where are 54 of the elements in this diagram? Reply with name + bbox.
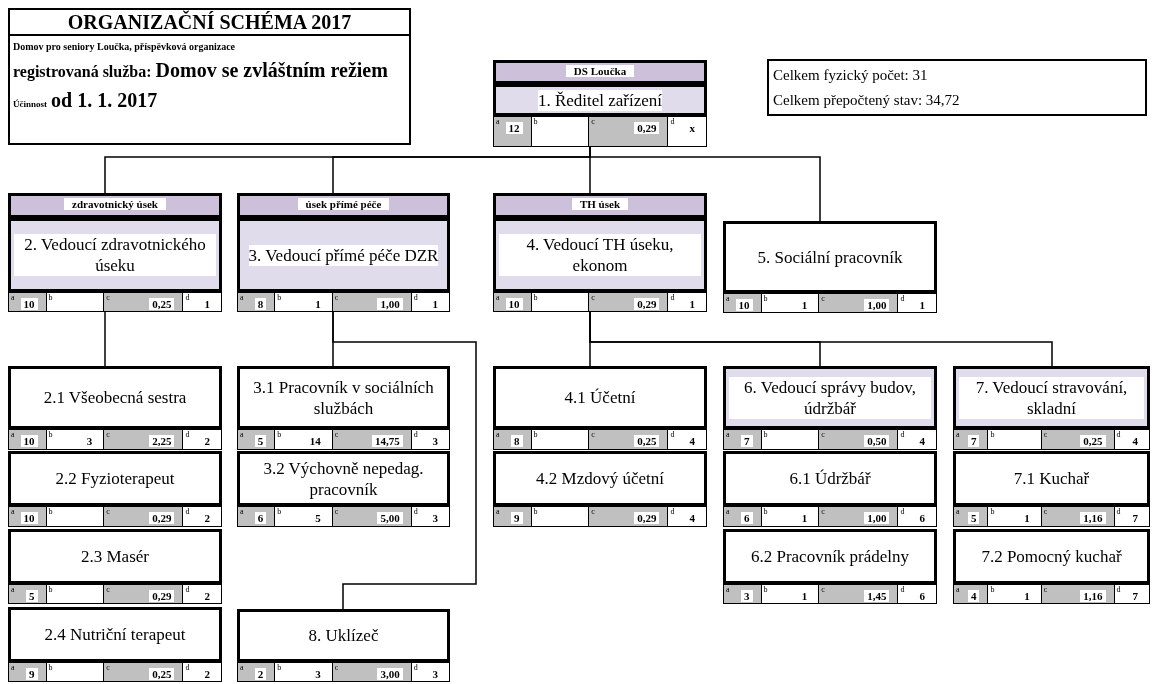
position-title: 6.1 Údržbář xyxy=(789,468,871,489)
position-title: 7.1 Kuchař xyxy=(1013,468,1090,489)
chart-heading: ORGANIZAČNÍ SCHÉMA 2017 xyxy=(10,10,409,36)
staff-count-cell: b xyxy=(46,662,105,682)
position-title: 4.1 Účetní xyxy=(564,387,636,408)
totals-text: Celkem přepočtený stav: 34,72 xyxy=(773,91,961,110)
totals-box xyxy=(767,59,1147,116)
staff-count-cell: b xyxy=(46,506,105,527)
staff-count-cell: b xyxy=(531,429,590,450)
position-title: 8. Uklízeč xyxy=(308,625,379,646)
staff-count-cell: b xyxy=(46,584,105,604)
position-title: 6.2 Pracovník prádelny xyxy=(750,546,910,567)
organization-name: Domov pro seniory Loučka, příspěvková organizace xyxy=(13,41,236,52)
position-title: 4.2 Mzdový účetní xyxy=(536,468,664,489)
staff-count-cell: $^{a}$ 10 xyxy=(8,506,47,527)
position-title: 2. Vedoucí zdravotnického úseku xyxy=(14,234,216,276)
section-name: úsek přímé péče xyxy=(297,198,390,210)
staff-count-cell: b xyxy=(988,429,1042,450)
staff-count-cell: b xyxy=(46,292,105,312)
position-title: 3. Vedoucí přímé péče DZR xyxy=(248,244,439,266)
position-title: 2.3 Masér xyxy=(81,546,149,567)
staff-count-cell: $^{a}$ 10 xyxy=(8,429,47,450)
staff-count-cell: $^{a}$ 10 xyxy=(493,292,532,312)
position-title: 7.2 Pomocný kuchař xyxy=(981,546,1122,567)
validity-label: Účinnost xyxy=(13,99,47,109)
position-title: 2.4 Nutriční terapeut xyxy=(44,624,186,645)
staff-count-cell: b xyxy=(531,292,590,312)
position-title: 7. Vedoucí stravování, skladní xyxy=(959,376,1144,419)
position-title: 5. Sociální pracovník xyxy=(757,246,903,268)
section-name: DS Loučka xyxy=(565,65,635,77)
position-title: 1. Ředitel zařízení xyxy=(537,89,663,111)
staff-count-cell: b xyxy=(761,429,820,450)
connector-line xyxy=(104,311,106,367)
section-name: TH úsek xyxy=(571,198,628,210)
service-name: Domov se zvláštním režiem xyxy=(155,59,388,81)
service-label: registrovaná služba: xyxy=(13,63,152,80)
position-title: 2.2 Fyzioterapeut xyxy=(55,468,175,489)
staff-count-cell: $^{a}$ 10 xyxy=(8,292,47,312)
staff-count-cell: b xyxy=(531,506,590,527)
staff-count-cell: $^{a}$ 10 xyxy=(723,293,762,313)
staff-count-cell: $^{a}$ 12 xyxy=(493,116,532,147)
section-name: zdravotnický úsek xyxy=(64,198,166,210)
position-title: 3.2 Výchovně nepedag. pracovník xyxy=(262,457,425,500)
position-title: 6. Vedoucí správy budov, údržbář xyxy=(729,376,931,419)
validity-date: od 1. 1. 2017 xyxy=(51,89,158,111)
position-title: 4. Vedoucí TH úseku, ekonom xyxy=(499,234,701,276)
connector-line xyxy=(332,311,477,610)
connector-line xyxy=(589,311,1053,367)
totals-text: Celkem fyzický počet: 31 xyxy=(773,66,929,85)
connector-line xyxy=(589,146,821,222)
staff-count-cell: b xyxy=(531,116,590,147)
position-title: 2.1 Všeobecná sestra xyxy=(43,387,187,408)
position-title: 3.1 Pracovník v sociálních službách xyxy=(252,376,435,419)
title-box xyxy=(8,8,411,145)
